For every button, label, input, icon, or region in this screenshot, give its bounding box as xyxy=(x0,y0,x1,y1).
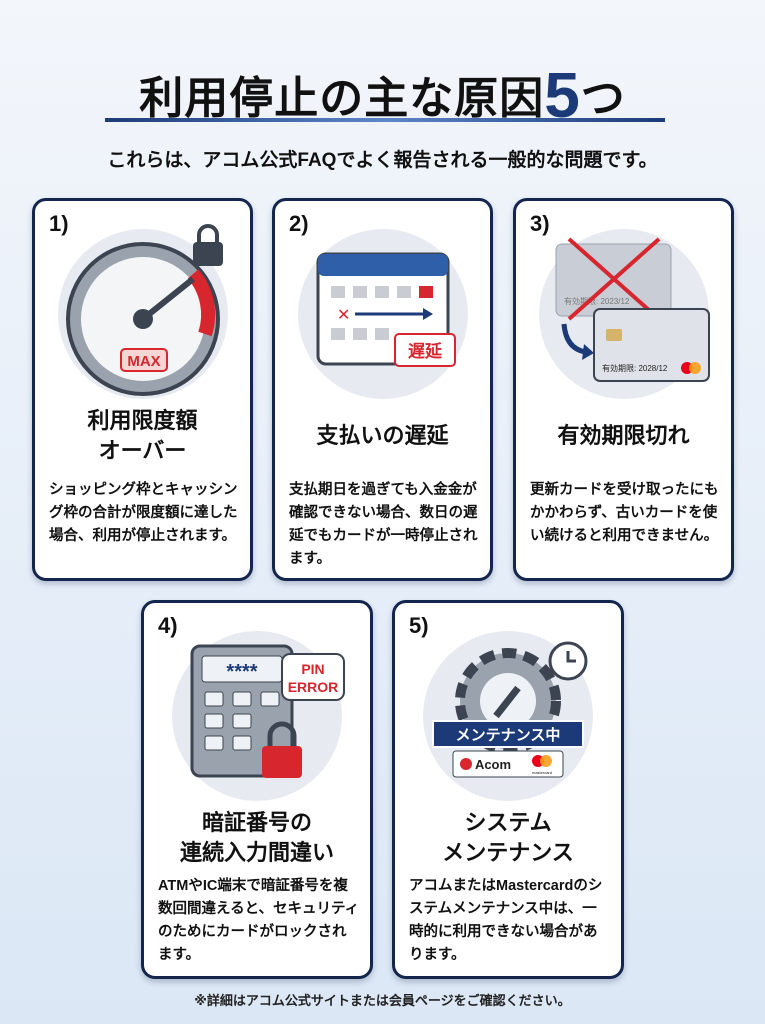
maintenance-banner: メンテナンス中 xyxy=(456,726,561,744)
card-number: 4) xyxy=(158,613,178,638)
page-title: 利用停止の主な原因5つ xyxy=(0,58,765,132)
max-label: MAX xyxy=(127,353,160,370)
heading-line: オーバー xyxy=(98,438,187,463)
expired-card-icon: 有効期限: 2023/12 有効期限: 2028/12 xyxy=(538,229,710,399)
title-underline xyxy=(105,118,665,122)
card-heading: システムメンテナンス xyxy=(395,808,621,868)
old-card-expiry: 有効期限: 2023/12 xyxy=(564,296,630,306)
card-description: アコムまたはMastercardのシステムメンテナンス中は、一時的に利用できない… xyxy=(409,878,603,963)
footer-note: ※詳細はアコム公式サイトまたは会員ページをご確認ください。 xyxy=(194,993,571,1008)
pin-mask: **** xyxy=(226,661,257,683)
speedometer-lock-icon: MAX xyxy=(57,224,228,399)
card-heading: 暗証番号の連続入力間違い xyxy=(144,808,370,868)
pin-label: PIN xyxy=(301,661,324,677)
card-description: 更新カードを受け取ったにもかかわらず、古いカードを使い続けると利用できません。 xyxy=(530,482,719,544)
cause-card-1: 1) MAX 利用限度額オーバー ショッピング枠とキャッシング枠の合計が限度額に… xyxy=(32,198,253,581)
heading-line: 暗証番号の xyxy=(201,810,312,835)
card-number: 2) xyxy=(289,211,309,236)
subtitle: これらは、アコム公式FAQでよく報告される一般的な問題です。 xyxy=(107,150,658,171)
card-number: 3) xyxy=(530,211,550,236)
heading-line: 利用限度額 xyxy=(87,408,198,433)
delay-label: 遅延 xyxy=(408,341,443,361)
card-description: 支払期日を過ぎても入金金が確認できない場合、数日の遅延でもカードが一時停止されま… xyxy=(289,482,478,567)
card-description: ショッピング枠とキャッシング枠の合計が限度額に達した場合、利用が停止されます。 xyxy=(49,482,238,544)
error-label: ERROR xyxy=(288,679,339,695)
svg-text:✕: ✕ xyxy=(337,307,350,324)
cause-card-5: 5) メンテナンス中 Acom mastercard システムメンテナンス アコ… xyxy=(392,600,624,979)
card-number: 1) xyxy=(49,211,69,236)
cause-card-2: 2) ✕ 遅延 支払いの遅延 支払期日を過ぎても入金金が確認できない場合、数日の… xyxy=(272,198,493,581)
card-description: ATMやIC端末で暗証番号を複数回間違えると、セキュリティのためにカードがロック… xyxy=(158,878,360,963)
acom-logo: Acom xyxy=(475,757,511,772)
card-number: 5) xyxy=(409,613,429,638)
new-card-expiry: 有効期限: 2028/12 xyxy=(602,363,668,373)
heading-line: メンテナンス xyxy=(442,840,574,865)
title-suffix: つ xyxy=(580,74,626,123)
cause-card-3: 3) 有効期限: 2023/12 有効期限: 2028/12 有効期限切れ 更新… xyxy=(513,198,734,581)
gear-maintenance-icon: メンテナンス中 Acom mastercard xyxy=(423,631,593,801)
card-heading: 利用限度額オーバー xyxy=(35,406,250,466)
card-heading: 有効期限切れ xyxy=(557,423,690,448)
cause-card-4: 4) **** PIN ERROR 暗証番号の連続入力間違い ATMやIC端末で… xyxy=(141,600,373,979)
title-text: 利用停止の主な原因 xyxy=(139,74,545,123)
heading-line: 連続入力間違い xyxy=(179,840,334,865)
heading-line: システム xyxy=(464,810,552,835)
card-heading: 支払いの遅延 xyxy=(316,423,449,448)
calendar-delay-icon: ✕ 遅延 xyxy=(297,229,468,399)
keypad-pin-error-icon: **** PIN ERROR xyxy=(172,631,345,801)
mastercard-logo: mastercard xyxy=(532,770,552,775)
